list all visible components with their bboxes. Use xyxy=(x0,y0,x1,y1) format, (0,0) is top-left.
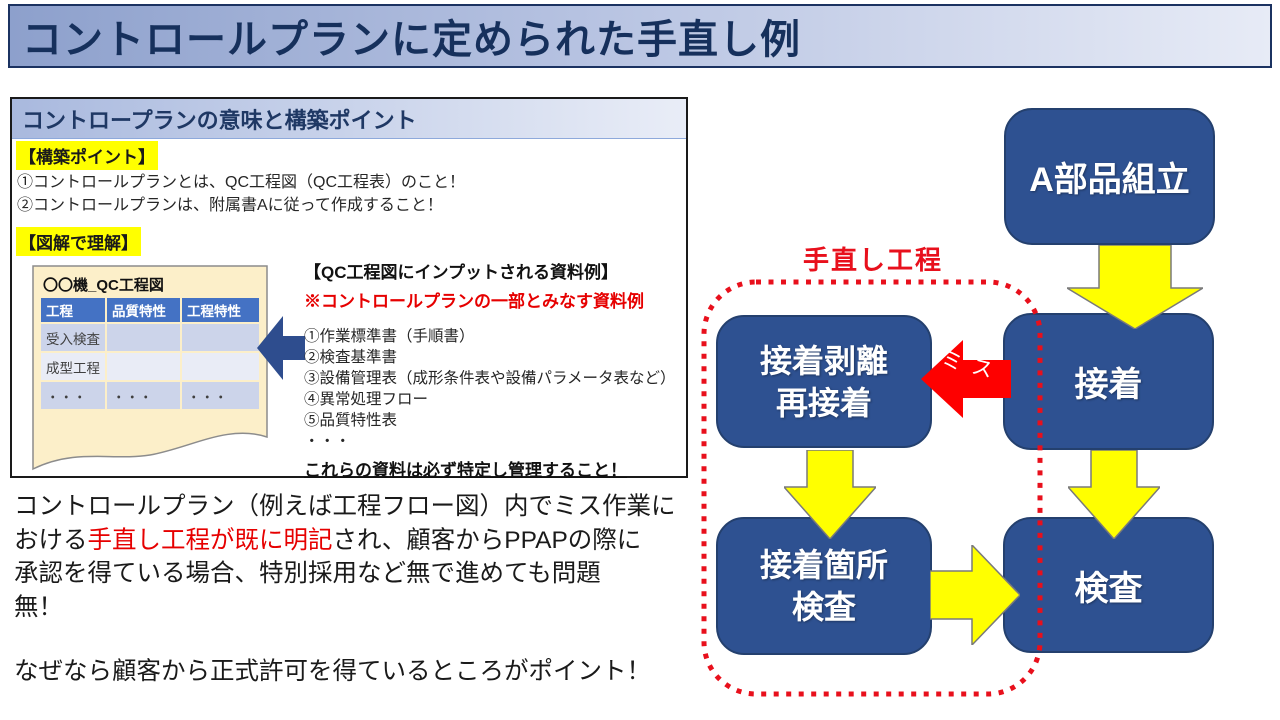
flow-arrow-down-icon xyxy=(1068,450,1160,539)
table-cell: 成型工程 xyxy=(41,353,105,380)
rework-process-label: 手直し工程 xyxy=(803,245,944,275)
column-header: 工程 xyxy=(41,298,105,322)
qc-chart-document: 〇〇機_QC工程図 工程 品質特性 工程特性 受入検査 成型工程 xyxy=(32,265,268,473)
flow-box-assembly: A部品組立 xyxy=(1004,108,1215,245)
flow-arrow-right-icon xyxy=(930,545,1020,645)
table-cell: ・・・ xyxy=(107,382,180,409)
explanation-paragraph: コントロールプラン（例えば工程フロー図）内でミス作業に おける手直し工程が既に明… xyxy=(14,490,714,624)
point-item: ①コントロールプランとは、QC工程図（QC工程表）のこと！ xyxy=(17,174,466,191)
list-item: ①作業標準書（手順書） xyxy=(304,328,475,345)
table-row: ・・・ ・・・ ・・・ xyxy=(41,382,259,409)
points-label: 【構築ポイント】 xyxy=(16,141,158,170)
table-header-row: 工程 品質特性 工程特性 xyxy=(41,298,259,322)
flow-box-label: 接着箇所 xyxy=(759,547,888,583)
highlighted-red-text: 手直し工程が既に明記 xyxy=(87,526,333,554)
input-docs-list: ①作業標準書（手順書） ②検査基準書 ③設備管理表（成形条件表や設備パラメータ表… xyxy=(304,326,688,452)
table-cell xyxy=(107,353,180,380)
table-cell: 受入検査 xyxy=(41,324,105,351)
flow-arrow-down-icon xyxy=(784,450,876,539)
point-item: ②コントロールプランは、附属書Aに従って作成すること！ xyxy=(17,197,443,214)
flow-box-label: 検査 xyxy=(791,589,856,625)
list-item: ④異常処理フロー xyxy=(304,391,429,408)
list-item: ⑤品質特性表 xyxy=(304,412,398,429)
flow-box-label: 再接着 xyxy=(775,384,872,421)
input-docs-subheading: ※コントロールプランの一部とみなす資料例 xyxy=(304,292,644,311)
flow-box-label: 検査 xyxy=(1074,569,1143,608)
table-cell xyxy=(182,324,259,351)
text-line: おける手直し工程が既に明記され、顧客からPPAPの際に xyxy=(14,524,714,558)
slide-title-bar: コントロールプランに定められた手直し例 xyxy=(8,4,1272,68)
qc-chart-table: 工程 品質特性 工程特性 受入検査 成型工程 ・・・ ・・・ ・ xyxy=(39,296,261,411)
input-docs-note: これらの資料は必ず特定し管理すること！ xyxy=(304,461,627,480)
text-segment: され、顧客からPPAPの際に xyxy=(332,526,642,554)
text-line: 承認を得ている場合、特別採用など無で進めても問題 xyxy=(14,560,601,587)
input-docs-block: 【QC工程図にインプットされる資料例】 ※コントロールプランの一部とみなす資料例… xyxy=(304,258,688,481)
flow-box-label: 接着剥離 xyxy=(759,342,888,379)
input-docs-heading: 【QC工程図にインプットされる資料例】 xyxy=(304,263,618,282)
list-item: ③設備管理表（成形条件表や設備パラメータ表など） xyxy=(304,370,676,387)
column-header: 工程特性 xyxy=(182,298,259,322)
rework-boundary xyxy=(701,279,1043,697)
column-header: 品質特性 xyxy=(107,298,180,322)
input-arrow-icon xyxy=(257,316,305,380)
table-cell xyxy=(107,324,180,351)
list-item: ②検査基準書 xyxy=(304,349,398,366)
text-line: 無！ xyxy=(14,593,63,621)
table-cell: ・・・ xyxy=(41,382,105,409)
conclusion-text: なぜなら顧客から正式許可を得ているところがポイント！ xyxy=(14,658,651,685)
control-plan-panel: コントロープランの意味と構築ポイント 【構築ポイント】 ①コントロールプランとは… xyxy=(10,97,688,481)
document-title: 〇〇機_QC工程図 xyxy=(43,277,164,294)
flow-box-spot-inspection: 接着箇所 検査 xyxy=(716,517,932,655)
table-row: 成型工程 xyxy=(41,353,259,380)
slide-title: コントロールプランに定められた手直し例 xyxy=(22,18,801,62)
flow-box-label: 接着 xyxy=(1074,366,1143,404)
flow-box-label: A部品組立 xyxy=(1029,161,1190,199)
list-item: ・・・ xyxy=(304,433,351,450)
table-cell xyxy=(182,353,259,380)
flow-arrow-down-icon xyxy=(1067,245,1203,329)
diagram-label: 【図解で理解】 xyxy=(16,227,141,256)
panel-header: コントロープランの意味と構築ポイント xyxy=(12,99,686,139)
text-segment: おける xyxy=(14,526,88,554)
table-cell: ・・・ xyxy=(182,382,259,409)
text-line: コントロールプラン（例えば工程フロー図）内でミス作業に xyxy=(14,493,676,520)
mistake-arrow-icon xyxy=(921,340,1011,418)
flow-box-bonding: 接着 xyxy=(1003,313,1214,450)
table-row: 受入検査 xyxy=(41,324,259,351)
